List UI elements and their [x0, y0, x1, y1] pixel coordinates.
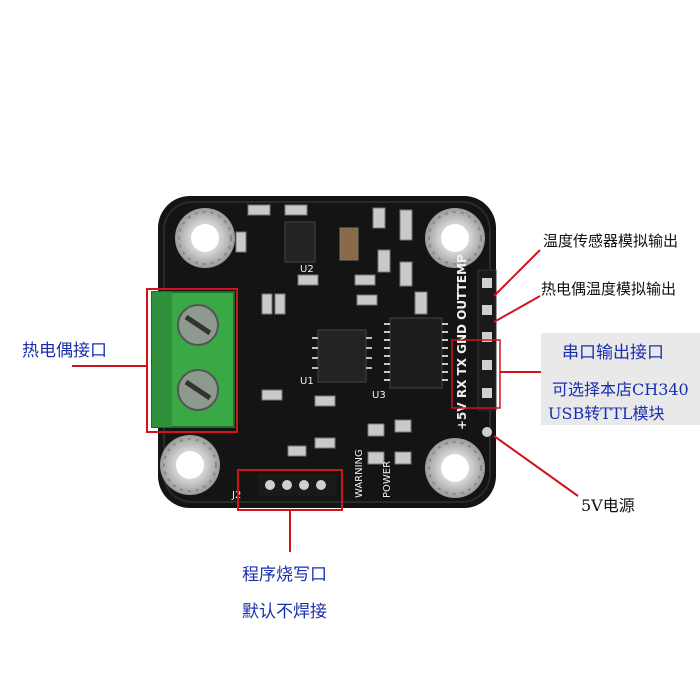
ic-u2: [284, 221, 316, 263]
serial-callout-box: [451, 339, 501, 409]
thermocouple-temp-analog-output-label: 热电偶温度模拟输出: [541, 280, 677, 298]
programming-header: [258, 474, 336, 496]
ic-u3: [384, 317, 448, 389]
serial-module-note-line1: 可选择本店CH340: [552, 380, 689, 399]
mounting-hole-top-left: [175, 208, 235, 268]
temp-sensor-leader: [493, 249, 541, 297]
header-pin-silkscreen: +5V RX TX GND OUTTEMP: [455, 254, 469, 430]
serial-label-box: [541, 333, 700, 425]
power-5v-label: 5V电源: [581, 496, 635, 515]
thermocouple-temp-leader: [493, 295, 541, 323]
ic-u1: [312, 329, 372, 383]
default-not-soldered-label: 默认不焊接: [242, 602, 327, 622]
mounting-hole-bottom-right: [425, 438, 485, 498]
temp-sensor-analog-output-label: 温度传感器模拟输出: [543, 232, 679, 250]
power-leader: [493, 435, 579, 497]
serial-output-port-label: 串口输出接口: [562, 343, 664, 363]
thermocouple-port-label: 热电偶接口: [22, 341, 107, 361]
mounting-hole-bottom-left: [160, 435, 220, 495]
silk-j2: J2: [231, 490, 241, 501]
silk-u3: U3: [372, 390, 386, 401]
silk-power: POWER: [382, 461, 393, 498]
silk-u1: U1: [300, 376, 314, 387]
silk-warning: WARNING: [354, 449, 365, 498]
thermocouple-callout-box: [146, 288, 238, 433]
smd-components: [235, 204, 428, 465]
silk-u2: U2: [300, 264, 314, 275]
terminal-block: [151, 291, 235, 428]
serial-module-note-line2: USB转TTL模块: [548, 404, 665, 423]
program-burn-port-label: 程序烧写口: [242, 565, 327, 585]
mounting-hole-top-right: [425, 208, 485, 268]
